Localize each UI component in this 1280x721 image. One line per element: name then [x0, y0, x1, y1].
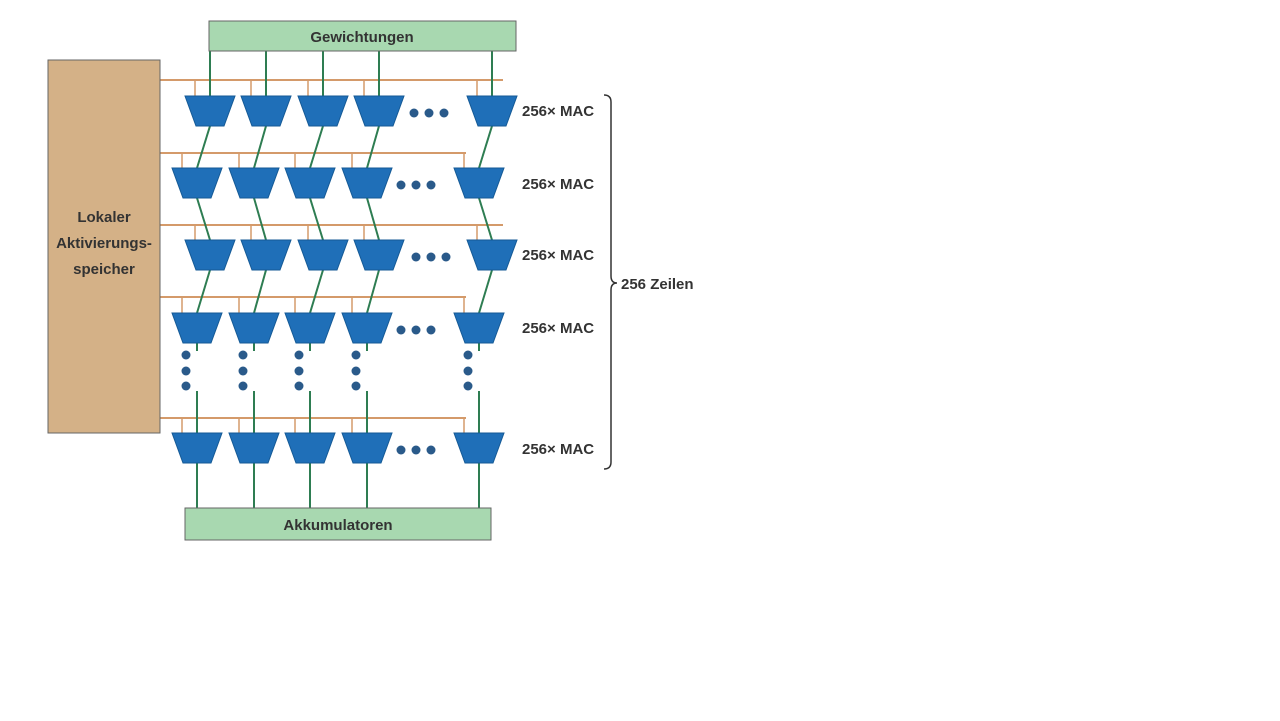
horizontal-ellipsis-dot	[441, 252, 451, 262]
vertical-ellipsis-dot	[463, 381, 473, 391]
horizontal-ellipsis-dot	[426, 252, 436, 262]
vertical-ellipsis-dot	[351, 366, 361, 376]
horizontal-ellipsis-dot	[426, 445, 436, 455]
partial-sum-wire	[309, 269, 324, 314]
mac-unit	[184, 95, 236, 127]
mac-unit	[453, 432, 505, 464]
partial-sum-wire	[366, 197, 380, 241]
mac-unit	[171, 432, 223, 464]
mac-unit	[297, 239, 349, 271]
mac-unit	[466, 239, 518, 271]
row-label-1: 256× MAC	[522, 103, 594, 120]
mac-unit	[341, 432, 393, 464]
mac-array	[171, 95, 518, 464]
mac-unit	[284, 167, 336, 199]
vertical-ellipsis-dot	[351, 350, 361, 360]
weights-box	[208, 20, 517, 52]
memory-label-line-2: Aktivierungs-	[56, 235, 152, 252]
partial-sum-wire	[478, 125, 493, 169]
row-label-3: 256× MAC	[522, 247, 594, 264]
partial-sum-wire	[253, 197, 267, 241]
horizontal-ellipsis-dot	[426, 325, 436, 335]
vertical-ellipsis-dot	[238, 366, 248, 376]
vertical-ellipsis-dot	[238, 381, 248, 391]
mac-unit	[184, 239, 236, 271]
horizontal-ellipsis-dot	[396, 445, 406, 455]
horizontal-ellipsis-dot	[396, 325, 406, 335]
mac-unit	[228, 167, 280, 199]
horizontal-ellipsis-dot	[411, 180, 421, 190]
mac-unit	[453, 167, 505, 199]
mac-unit	[228, 432, 280, 464]
horizontal-ellipsis-dot	[411, 325, 421, 335]
mac-unit	[171, 312, 223, 344]
mac-unit	[341, 312, 393, 344]
mac-unit	[240, 239, 292, 271]
mac-unit	[353, 95, 405, 127]
partial-sum-wire	[196, 269, 211, 314]
vertical-ellipsis-dot	[294, 381, 304, 391]
weights-label: Gewichtungen	[310, 29, 413, 46]
mac-unit	[240, 95, 292, 127]
interconnect-wires	[160, 51, 503, 508]
horizontal-ellipsis-dot	[411, 252, 421, 262]
rows-brace	[603, 94, 618, 470]
mac-unit	[284, 312, 336, 344]
horizontal-ellipsis-dot	[396, 180, 406, 190]
mac-unit	[341, 167, 393, 199]
mac-unit	[466, 95, 518, 127]
accumulators-box	[184, 507, 492, 541]
vertical-ellipsis-dot	[463, 350, 473, 360]
partial-sum-wire	[478, 269, 493, 314]
vertical-ellipsis-dot	[351, 381, 361, 391]
horizontal-ellipsis-dot	[411, 445, 421, 455]
row-label-4: 256× MAC	[522, 320, 594, 337]
accumulators-label: Akkumulatoren	[283, 517, 392, 534]
vertical-ellipsis-dot	[463, 366, 473, 376]
row-label-5: 256× MAC	[522, 441, 594, 458]
row-label-2: 256× MAC	[522, 176, 594, 193]
vertical-ellipsis-dot	[181, 366, 191, 376]
activation-memory-box	[47, 59, 161, 434]
vertical-ellipsis-dot	[294, 366, 304, 376]
vertical-ellipsis-dot	[238, 350, 248, 360]
horizontal-ellipsis-dot	[426, 180, 436, 190]
vertical-ellipsis-dot	[181, 381, 191, 391]
partial-sum-wire	[478, 197, 493, 241]
partial-sum-wire	[253, 269, 267, 314]
partial-sum-wire	[309, 197, 324, 241]
rows-total-label: 256 Zeilen	[621, 276, 694, 293]
vertical-ellipsis-dot	[181, 350, 191, 360]
horizontal-ellipsis-dot	[424, 108, 434, 118]
memory-label-line-3: speicher	[73, 261, 135, 278]
horizontal-ellipsis-dot	[409, 108, 419, 118]
partial-sum-wire	[309, 125, 324, 169]
partial-sum-wire	[196, 197, 211, 241]
vertical-ellipsis-dot	[294, 350, 304, 360]
mac-unit	[297, 95, 349, 127]
mac-unit	[353, 239, 405, 271]
mac-unit	[453, 312, 505, 344]
partial-sum-wire	[366, 269, 380, 314]
mac-unit	[284, 432, 336, 464]
mac-unit	[228, 312, 280, 344]
mac-unit	[171, 167, 223, 199]
partial-sum-wire	[253, 125, 267, 169]
horizontal-ellipsis-dot	[439, 108, 449, 118]
partial-sum-wire	[366, 125, 380, 169]
partial-sum-wire	[196, 125, 211, 169]
memory-label-line-1: Lokaler	[77, 209, 131, 226]
